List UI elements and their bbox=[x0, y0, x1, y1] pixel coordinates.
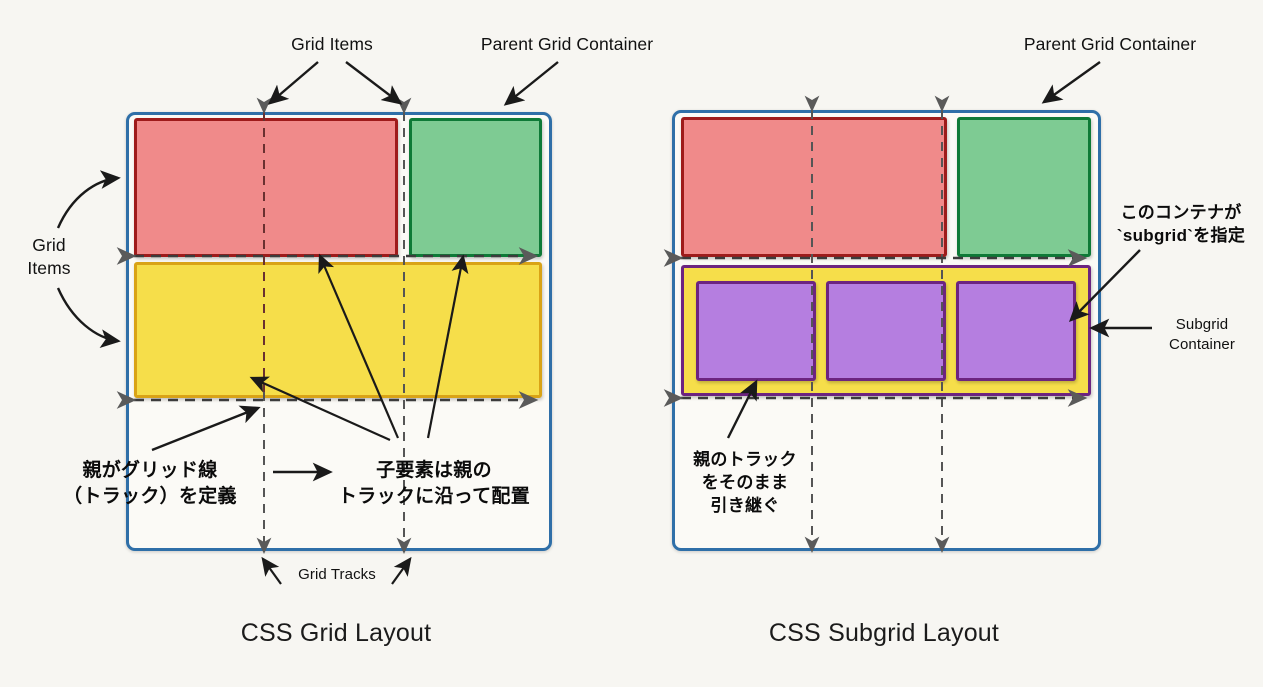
left-green-grid-item bbox=[409, 118, 542, 257]
right-purple-item-1 bbox=[696, 281, 816, 381]
right-purple-item-2 bbox=[826, 281, 946, 381]
right-red-grid-item bbox=[681, 117, 947, 257]
left-parent-grid-container-label: Parent Grid Container bbox=[480, 34, 654, 54]
left-grid-items-top-label: Grid Items bbox=[291, 34, 373, 54]
right-container-uses-subgrid-note: このコンテナが `subgrid`を指定 bbox=[1116, 203, 1246, 245]
left-grid-items-side-label: Grid Items bbox=[27, 235, 71, 278]
right-purple-item-3 bbox=[956, 281, 1076, 381]
right-panel-title: CSS Subgrid Layout bbox=[768, 619, 1000, 647]
right-parent-grid-container-label: Parent Grid Container bbox=[1023, 34, 1197, 54]
left-grid-tracks-label: Grid Tracks bbox=[298, 566, 376, 583]
left-children-follow-tracks-note: 子要素は親の トラックに沿って配置 bbox=[337, 460, 531, 507]
right-green-grid-item bbox=[957, 117, 1091, 257]
right-inherits-parent-tracks-note: 親のトラック をそのまま 引き継ぐ bbox=[693, 450, 797, 515]
left-panel-title: CSS Grid Layout bbox=[240, 619, 432, 647]
left-yellow-grid-item bbox=[134, 262, 542, 398]
left-red-grid-item bbox=[134, 118, 398, 257]
right-subgrid-container-label: Subgrid Container bbox=[1169, 316, 1235, 353]
left-parent-defines-tracks-note: 親がグリッド線 （トラック）を定義 bbox=[63, 460, 237, 507]
